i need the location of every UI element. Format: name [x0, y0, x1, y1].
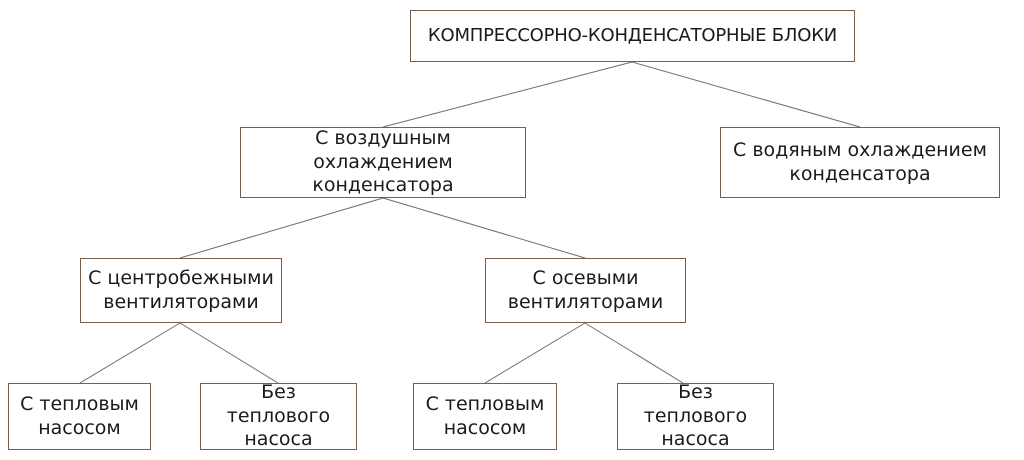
node-water-cooled: С водяным охлаждением конденсатора	[720, 127, 1000, 198]
node-axial-heat-pump: С тепловым насосом	[413, 383, 557, 450]
node-air-cooled: С воздушным охлаждением конденсатора	[240, 127, 526, 198]
node-root: КОМПРЕССОРНО-КОНДЕНСАТОРНЫЕ БЛОКИ	[410, 10, 855, 62]
node-axial: С осевыми вентиляторами	[485, 258, 686, 323]
edge-centrifugal-noheatpump	[179, 322, 279, 384]
edge-root-air	[382, 61, 633, 128]
edge-axial-noheatpump	[584, 322, 684, 384]
edge-axial-heatpump	[484, 322, 586, 384]
node-centrifugal-heat-pump: С тепловым насосом	[8, 383, 151, 450]
node-centrifugal-no-heat-pump: Без теплового насоса	[200, 381, 357, 450]
edge-air-axial	[382, 197, 586, 259]
edge-centrifugal-heatpump	[79, 322, 181, 384]
edge-root-water	[631, 61, 861, 128]
edge-air-centrifugal	[179, 197, 384, 259]
node-axial-no-heat-pump: Без теплового насоса	[617, 381, 774, 450]
node-centrifugal: С центробежными вентиляторами	[80, 258, 282, 323]
